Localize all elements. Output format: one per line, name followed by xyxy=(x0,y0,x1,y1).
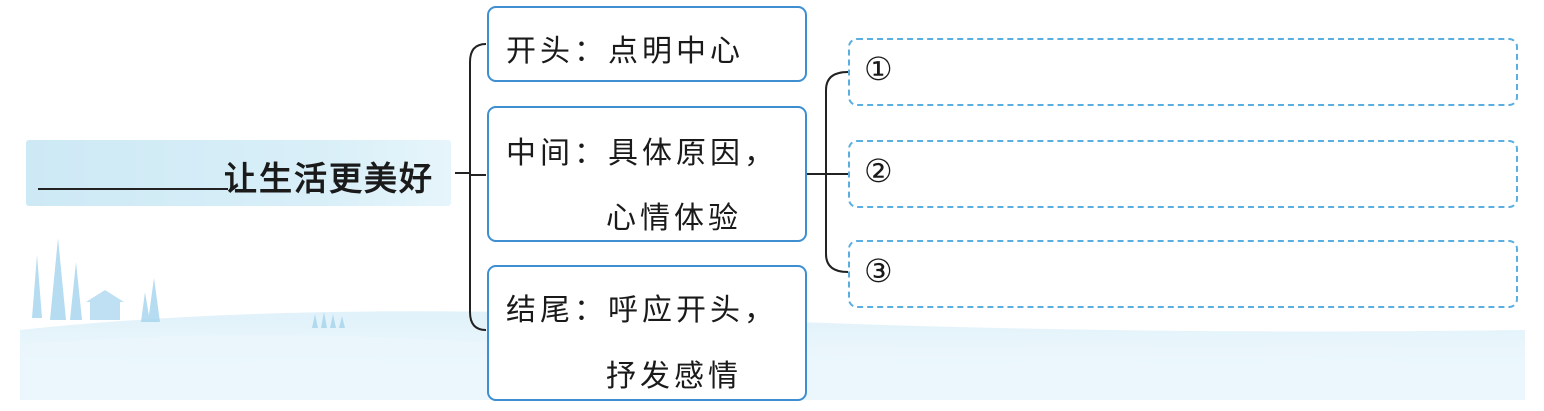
tree-icons xyxy=(32,238,345,328)
fill-in-blank[interactable] xyxy=(38,188,228,190)
answer-box-1[interactable]: ① xyxy=(848,38,1518,106)
branch-label: 中间 xyxy=(506,136,574,171)
answer-number: ③ xyxy=(864,252,893,290)
branch-line2: 抒发感情 xyxy=(606,359,742,394)
answer-number: ② xyxy=(864,152,893,190)
answer-number: ① xyxy=(864,50,893,88)
branch-line2: 心情体验 xyxy=(606,201,742,236)
branch-separator: ： xyxy=(574,136,608,171)
branch-separator: ： xyxy=(574,34,608,69)
answer-box-3[interactable]: ③ xyxy=(848,240,1518,308)
branch-opening: 开头：点明中心 xyxy=(487,6,807,82)
branch-label: 结尾 xyxy=(506,293,574,328)
branch-line1: 点明中心 xyxy=(608,34,744,69)
house-icon xyxy=(86,290,124,320)
branch-middle: 中间：具体原因， 心情体验 xyxy=(487,106,807,242)
branch-label: 开头 xyxy=(506,34,574,69)
branch-separator: ： xyxy=(574,293,608,328)
topic-text: 让生活更美好 xyxy=(224,159,434,198)
central-topic: 让生活更美好 xyxy=(26,140,451,206)
branch-line1: 具体原因， xyxy=(608,136,778,171)
answer-box-2[interactable]: ② xyxy=(848,140,1518,208)
branch-line1: 呼应开头， xyxy=(608,293,778,328)
branch-ending: 结尾：呼应开头， 抒发感情 xyxy=(487,265,807,401)
